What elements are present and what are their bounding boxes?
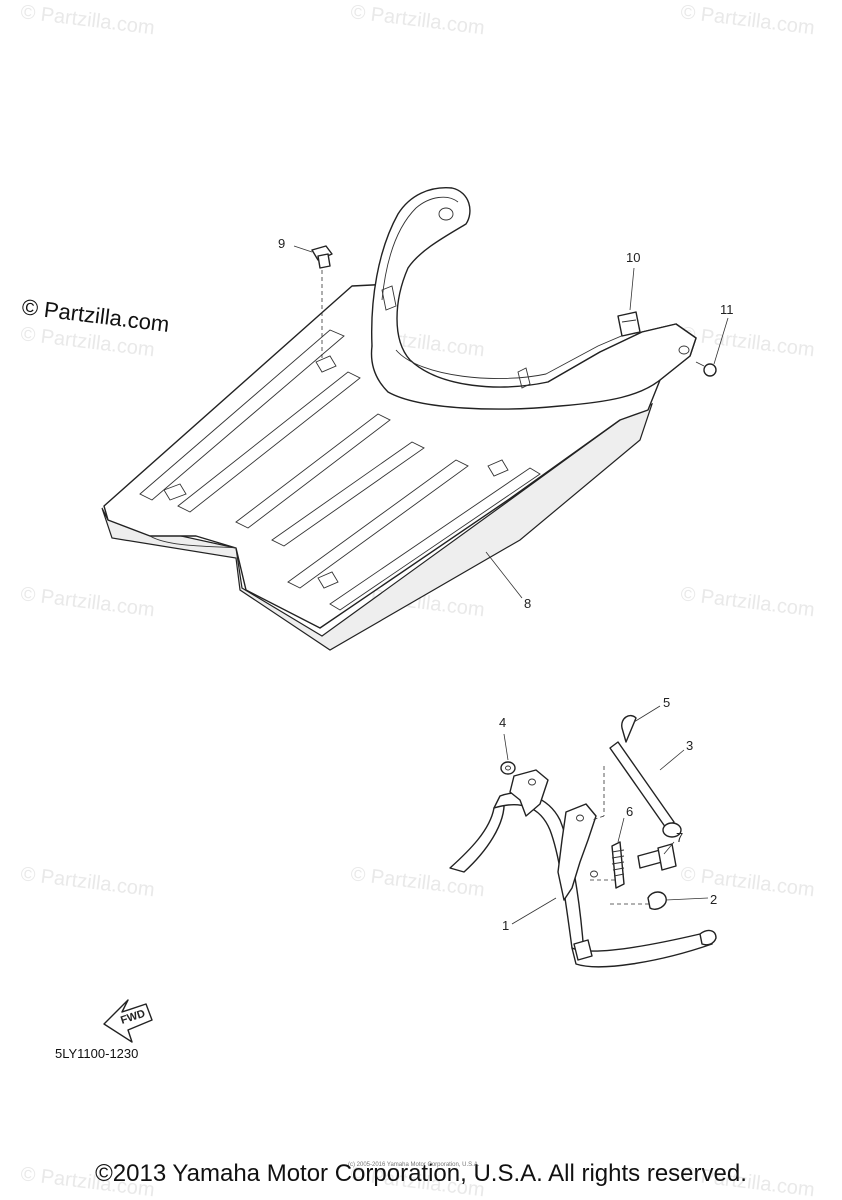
screw-9 <box>311 245 333 360</box>
washer-4 <box>500 761 516 775</box>
tiny-credit-line: (c) 2005-2016 Yamaha Motor Corporation, … <box>348 1162 480 1168</box>
callout-3: 3 <box>686 738 693 753</box>
watermark-text: © Partzilla.com <box>19 863 155 901</box>
watermark-text: © Partzilla.com <box>19 583 155 621</box>
screw-11 <box>695 361 717 377</box>
callout-10: 10 <box>626 250 640 265</box>
callout-9: 9 <box>278 236 285 251</box>
footrest-board <box>101 187 697 651</box>
spring-6 <box>611 841 625 889</box>
callout-7: 7 <box>676 830 683 845</box>
callout-2: 2 <box>710 892 717 907</box>
watermark-text: © Partzilla.com <box>679 323 815 361</box>
center-stand-assembly <box>449 766 717 968</box>
cotter-pin-5 <box>621 714 637 743</box>
copyright-footer: ©2013 Yamaha Motor Corporation, U.S.A. A… <box>95 1160 747 1187</box>
clip-nut-10 <box>617 311 641 337</box>
callout-5: 5 <box>663 695 670 710</box>
watermark-text: © Partzilla.com <box>349 1 485 39</box>
watermark-text: © Partzilla.com <box>19 1 155 39</box>
watermark-text: © Partzilla.com <box>679 863 815 901</box>
pivot-shaft-3 <box>609 741 682 838</box>
callout-8: 8 <box>524 596 531 611</box>
callout-numbers: 9 10 11 8 4 5 3 6 7 2 1 <box>278 236 734 933</box>
callout-4: 4 <box>499 715 506 730</box>
watermark-text: © Partzilla.com <box>679 1 815 39</box>
callout-1: 1 <box>502 918 509 933</box>
callout-6: 6 <box>626 804 633 819</box>
fwd-arrow-icon: FWD <box>103 999 153 1043</box>
bolt-7 <box>637 843 677 871</box>
watermark-text: © Partzilla.com <box>679 583 815 621</box>
leader-lines <box>293 245 729 925</box>
diagram-code: 5LY1100-1230 <box>55 1046 139 1061</box>
rubber-cap-2 <box>647 891 667 910</box>
callout-11: 11 <box>720 302 734 317</box>
